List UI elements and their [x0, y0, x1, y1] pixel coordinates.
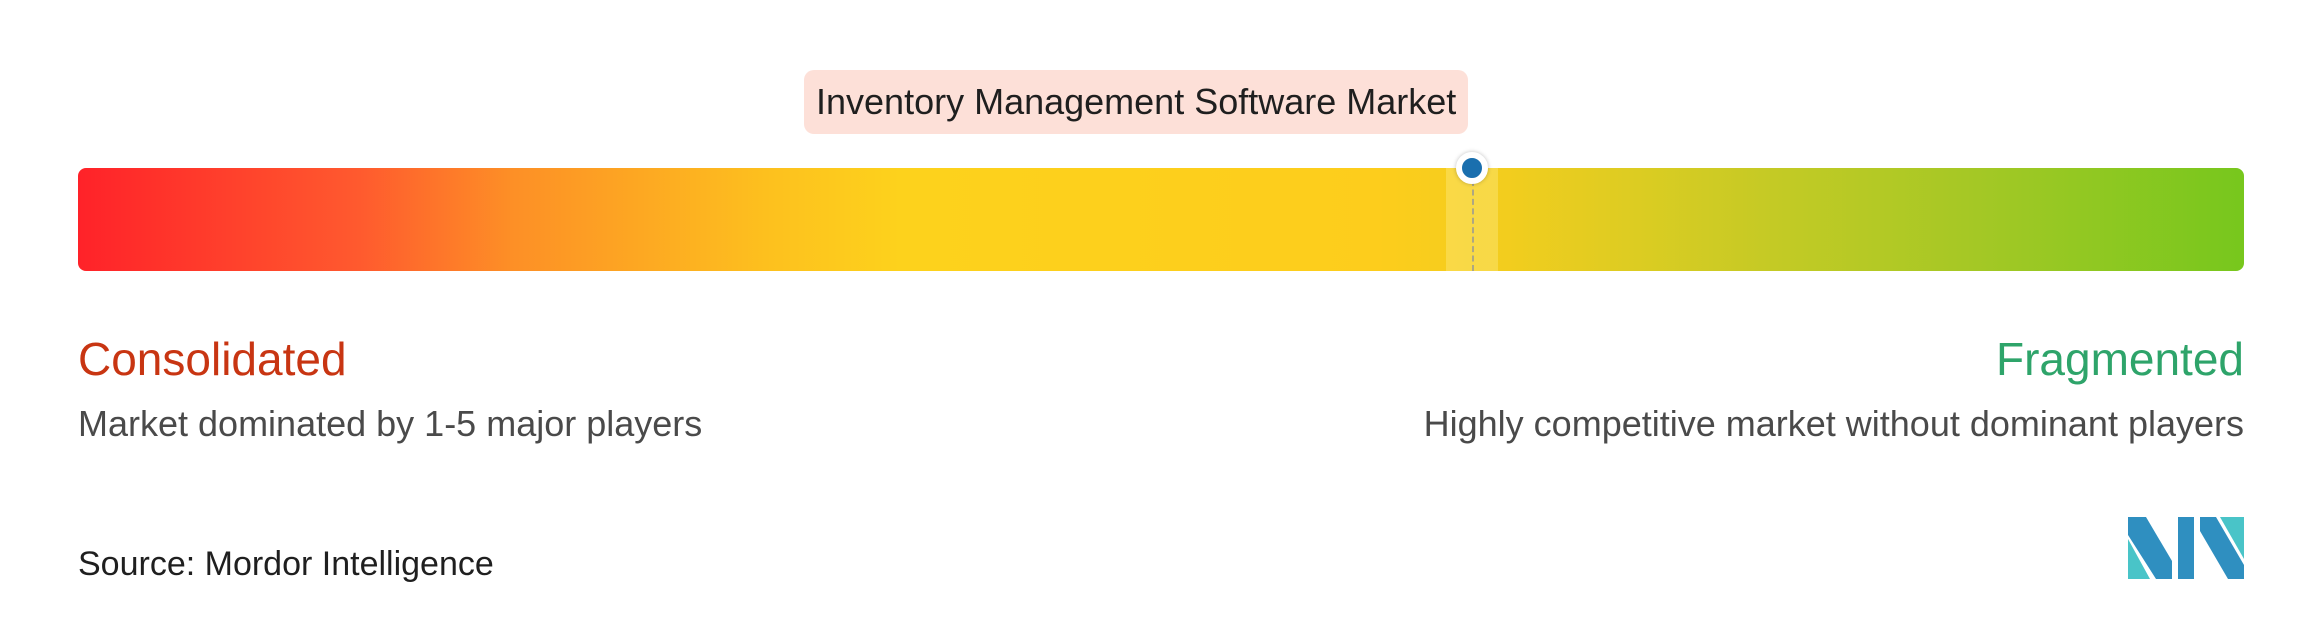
market-name-label: Inventory Management Software Market	[804, 70, 1469, 134]
market-position-marker	[1456, 152, 1488, 184]
consolidated-title: Consolidated	[78, 333, 347, 385]
consolidated-description: Market dominated by 1-5 major players	[78, 403, 703, 444]
marker-dashed-line	[1472, 180, 1474, 271]
concentration-gradient-bar	[78, 168, 2244, 271]
source-text: Source: Mordor Intelligence	[78, 545, 494, 583]
fragmented-description: Highly competitive market without domina…	[1423, 403, 2244, 444]
mordor-intelligence-logo-icon	[2128, 517, 2244, 579]
fragmented-title: Fragmented	[1995, 333, 2244, 385]
